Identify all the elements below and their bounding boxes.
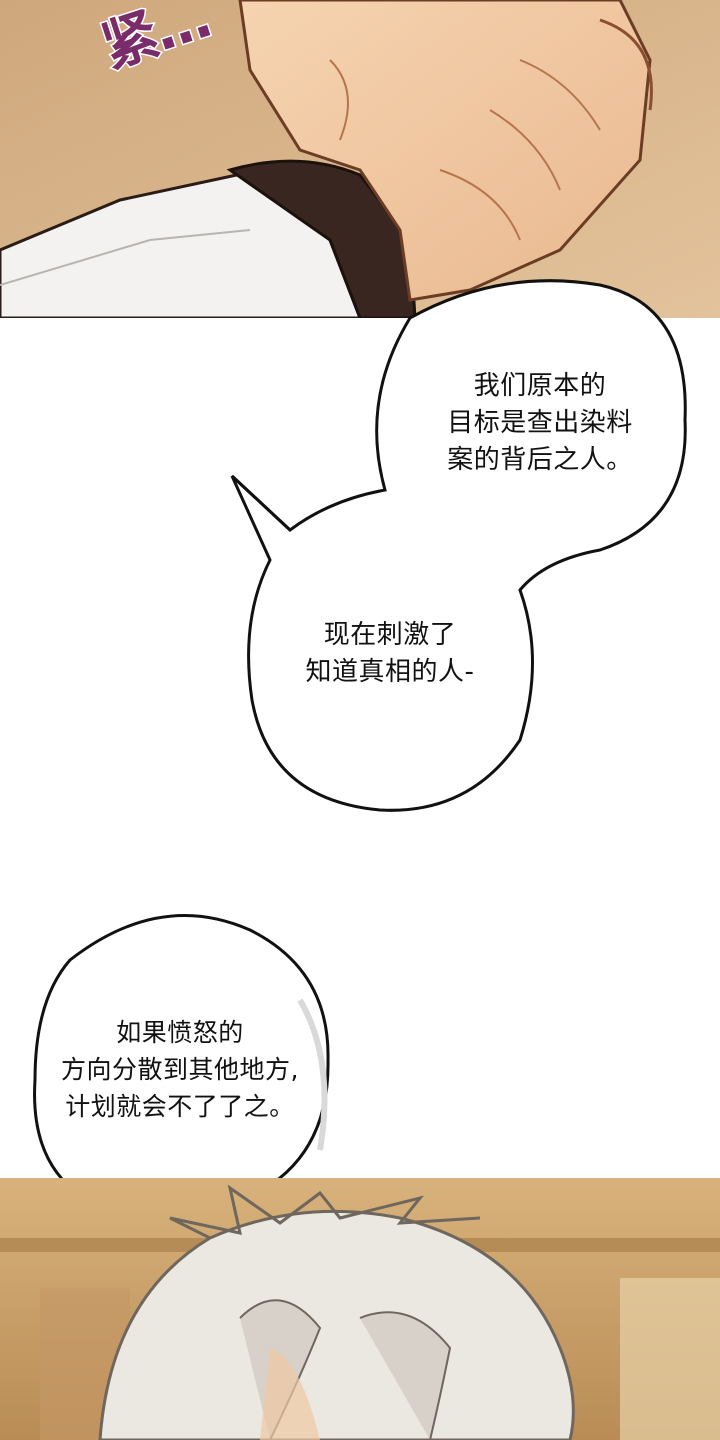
speech-line: 案的背后之人。: [447, 445, 633, 475]
character-illustration: [0, 1178, 720, 1440]
speech-line: 方向分散到其他地方,: [61, 1055, 299, 1084]
panel-hand-grip: 紧…: [0, 0, 720, 318]
speech-line: 如果愤怒的: [116, 1018, 244, 1047]
speech-line: 计划就会不了了之。: [65, 1092, 295, 1121]
panel-white-haired-character: [0, 1178, 720, 1440]
speech-line: 现在刺激了: [323, 620, 457, 650]
speech-line: 我们原本的: [473, 371, 607, 401]
speech-line: 知道真相的人-: [305, 657, 475, 687]
speech-bubble-2-text: 现在刺激了 知道真相的人-: [270, 617, 510, 691]
speech-bubble-1-text: 我们原本的 目标是查出染料 案的背后之人。: [420, 368, 660, 479]
speech-bubble-3-text: 如果愤怒的 方向分散到其他地方, 计划就会不了了之。: [30, 1014, 330, 1125]
speech-bubble-1: [230, 279, 687, 812]
speech-line: 目标是查出染料: [447, 408, 633, 438]
hand-grip-illustration: [0, 0, 720, 318]
